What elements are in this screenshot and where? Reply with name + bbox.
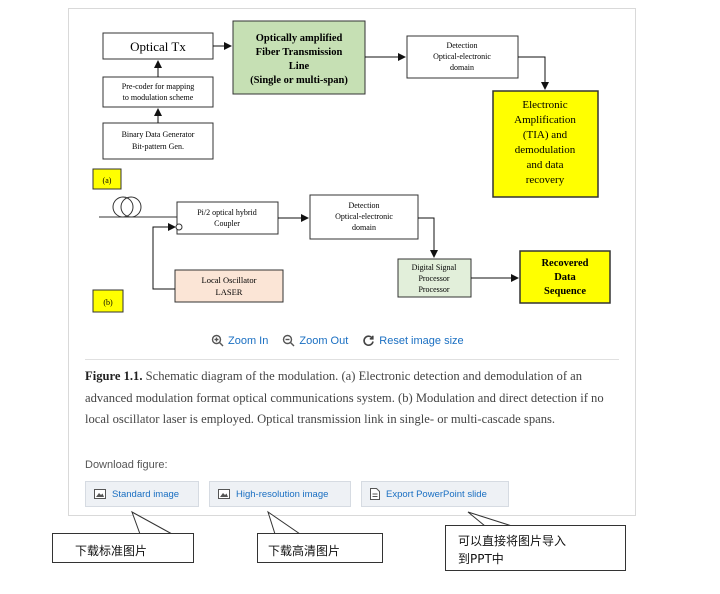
document-icon (370, 488, 380, 500)
callout-standard-text: 下载标准图片 (75, 544, 148, 558)
high-resolution-image-button[interactable]: High-resolution image (209, 481, 351, 507)
recovered-line-3: Sequence (544, 286, 586, 297)
binary-generator-block: Binary Data Generator Bit-pattern Gen. (102, 122, 214, 160)
dsp-line-2: Processor (418, 274, 449, 283)
reset-label: Reset image size (379, 334, 464, 347)
export-powerpoint-button[interactable]: Export PowerPoint slide (361, 481, 509, 507)
reset-size-button[interactable]: Reset image size (362, 334, 464, 347)
laser-line-1: Local Oscillator (202, 275, 257, 285)
caption-figure-label: Figure 1.1. (85, 369, 143, 383)
optical-tx-label: Optical Tx (130, 39, 186, 54)
amp-line-5: and data (527, 159, 564, 171)
recovered-line-2: Data (554, 272, 576, 283)
callout-standard-image: 下载标准图片 (52, 533, 194, 563)
modulation-diagram: Optical Tx Optically amplified Fiber Tra… (92, 20, 611, 313)
download-figure-label: Download figure: (85, 459, 168, 471)
reset-icon (363, 335, 375, 346)
callout-ppt-line-2: 到PPT中 (458, 552, 504, 566)
zoom-out-button[interactable]: Zoom Out (282, 334, 348, 347)
standard-image-button[interactable]: Standard image (85, 481, 199, 507)
caption-divider (85, 359, 619, 360)
amp-line-3: (TIA) and (523, 129, 568, 141)
dsp-line-1: Digital Signal (412, 263, 457, 272)
precoder-block: Pre-coder for mapping to modulation sche… (102, 76, 214, 108)
fiber-box (232, 20, 366, 95)
zoom-out-icon (283, 334, 295, 347)
recovered-data-block: Recovered Data Sequence (519, 250, 611, 304)
amp-line-4: demodulation (515, 144, 576, 156)
hybrid-line-1: Pi/2 optical hybrid (197, 208, 257, 217)
figure-card: Optical Tx Optically amplified Fiber Tra… (68, 8, 636, 516)
caption-text: Schematic diagram of the modulation. (a)… (85, 369, 604, 426)
svg-text:(b): (b) (103, 298, 113, 307)
high-resolution-image-label: High-resolution image (236, 488, 329, 500)
svg-text:(a): (a) (103, 176, 112, 185)
image-icon (218, 489, 230, 499)
zoom-in-label: Zoom In (228, 334, 269, 347)
label-b: (b) (92, 289, 124, 313)
zoom-in-icon (211, 334, 224, 347)
standard-image-label: Standard image (112, 488, 180, 500)
export-powerpoint-label: Export PowerPoint slide (386, 488, 487, 500)
callout-hires-text: 下载高清图片 (268, 544, 341, 558)
detection-top-line-2: Optical-electronic (433, 52, 491, 61)
precoder-line-2: to modulation scheme (123, 93, 194, 102)
binary-gen-line-2: Bit-pattern Gen. (132, 142, 184, 151)
laser-line-2: LASER (216, 287, 243, 297)
image-icon (94, 489, 106, 499)
precoder-line-1: Pre-coder for mapping (122, 82, 194, 91)
recovered-line-1: Recovered (541, 258, 588, 269)
detection-top-block: Detection Optical-electronic domain (406, 35, 519, 79)
zoom-out-label: Zoom Out (299, 334, 349, 347)
detection-bottom-line-2: Optical-electronic (335, 212, 393, 221)
dsp-block: Digital Signal Processor Processor (397, 258, 472, 298)
detection-top-line-3: domain (450, 63, 474, 72)
binary-gen-line-1: Binary Data Generator (122, 130, 195, 139)
fiber-line-3: Line (289, 61, 310, 72)
optical-tx-block: Optical Tx (102, 32, 214, 60)
fiber-line-2: Fiber Transmission (256, 47, 343, 58)
label-a: (a) (92, 168, 122, 190)
detection-bottom-line-1: Detection (348, 201, 379, 210)
hybrid-coupler-block: Pi/2 optical hybrid Coupler (175, 201, 279, 235)
detection-bottom-line-3: domain (352, 223, 376, 232)
callout-powerpoint: 可以直接将图片导入 到PPT中 (445, 525, 626, 571)
hybrid-line-2: Coupler (214, 219, 240, 228)
electronic-amplification-block: Electronic Amplification (TIA) and demod… (492, 90, 599, 198)
zoom-controls: Zoom In Zoom Out Reset image size (211, 334, 464, 347)
zoom-in-button[interactable]: Zoom In (211, 334, 268, 347)
fiber-coil-icon (99, 196, 179, 218)
figure-caption: Figure 1.1. Schematic diagram of the mod… (85, 366, 620, 431)
amp-line-2: Amplification (514, 114, 576, 126)
detection-top-line-1: Detection (446, 41, 477, 50)
detection-bottom-block: Detection Optical-electronic domain (309, 194, 419, 240)
fiber-line-4: (Single or multi-span) (250, 75, 348, 86)
amp-line-6: recovery (526, 174, 565, 186)
dsp-line-3: Processor (418, 285, 449, 294)
callout-high-resolution: 下载高清图片 (257, 533, 383, 563)
fiber-line-1: Optically amplified (256, 33, 343, 44)
amp-line-1: Electronic (522, 99, 567, 111)
fiber-transmission-block: Optically amplified Fiber Transmission L… (232, 20, 366, 95)
callout-ppt-line-1: 可以直接将图片导入 (458, 534, 567, 548)
local-oscillator-block: Local Oscillator LASER (174, 269, 284, 303)
diagram-arrows (152, 42, 549, 290)
